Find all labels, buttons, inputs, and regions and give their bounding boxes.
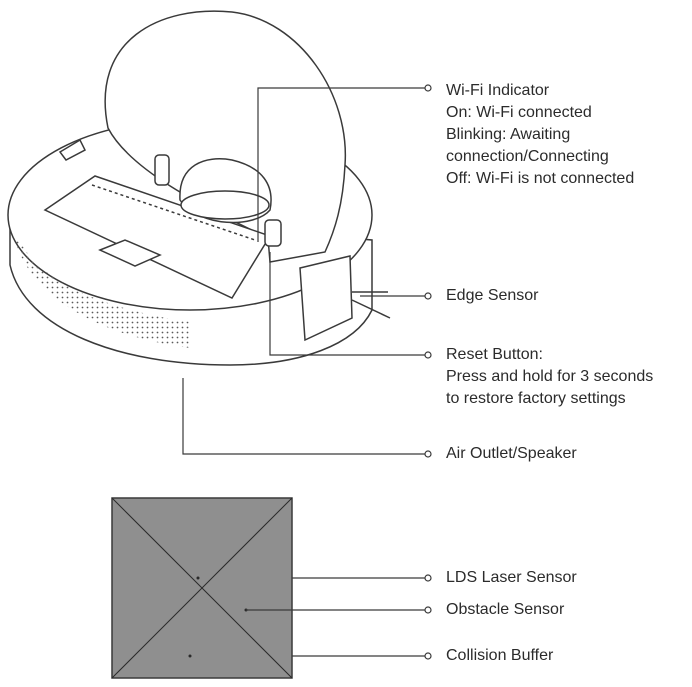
hinge-right	[264, 219, 282, 247]
reset-button-line: to restore factory settings	[446, 390, 626, 407]
front-bump	[58, 138, 86, 161]
reset-leader-line	[269, 252, 425, 356]
lds-turret-base	[180, 190, 270, 220]
speaker-grille	[14, 235, 190, 348]
wifi-indicator-line: connection/Connecting	[446, 148, 609, 165]
robot-vacuum-illustration	[7, 10, 391, 366]
reset-button-callout: Reset Button: Press and hold for 3 secon…	[446, 344, 653, 410]
side-brush	[351, 291, 391, 319]
edge-sensor-callout: Edge Sensor	[446, 287, 539, 304]
reset-button-title: Reset Button:	[446, 346, 543, 363]
edge-sensor-housing	[299, 255, 353, 342]
lds-laser-sensor-callout: LDS Laser Sensor	[446, 569, 577, 586]
reset-button-line: Press and hold for 3 seconds	[446, 368, 654, 385]
wifi-indicator-line: Off: Wi-Fi is not connected	[446, 170, 635, 187]
tray-vent	[91, 184, 256, 241]
tray-handle	[98, 239, 162, 267]
box-leader-lines	[246, 574, 432, 660]
robot-leader-lines	[182, 84, 432, 458]
sensor-placeholder-box	[111, 497, 293, 679]
collision-buffer-point	[188, 654, 192, 658]
wifi-indicator-callout: Wi-Fi Indicator On: Wi-Fi connected Blin…	[446, 80, 634, 190]
obstacle-sensor-callout: Obstacle Sensor	[446, 601, 565, 618]
air-outlet-callout: Air Outlet/Speaker	[446, 445, 577, 462]
lds-sensor-point	[196, 576, 200, 580]
air-outlet-leader-line	[182, 378, 425, 455]
collision-buffer-callout: Collision Buffer	[446, 647, 554, 664]
hinge-left	[154, 154, 170, 186]
wifi-indicator-line: On: Wi-Fi connected	[446, 104, 592, 121]
wifi-indicator-line: Blinking: Awaiting	[446, 126, 571, 143]
wifi-indicator-title: Wi-Fi Indicator	[446, 82, 550, 99]
wifi-leader-line	[257, 87, 425, 242]
